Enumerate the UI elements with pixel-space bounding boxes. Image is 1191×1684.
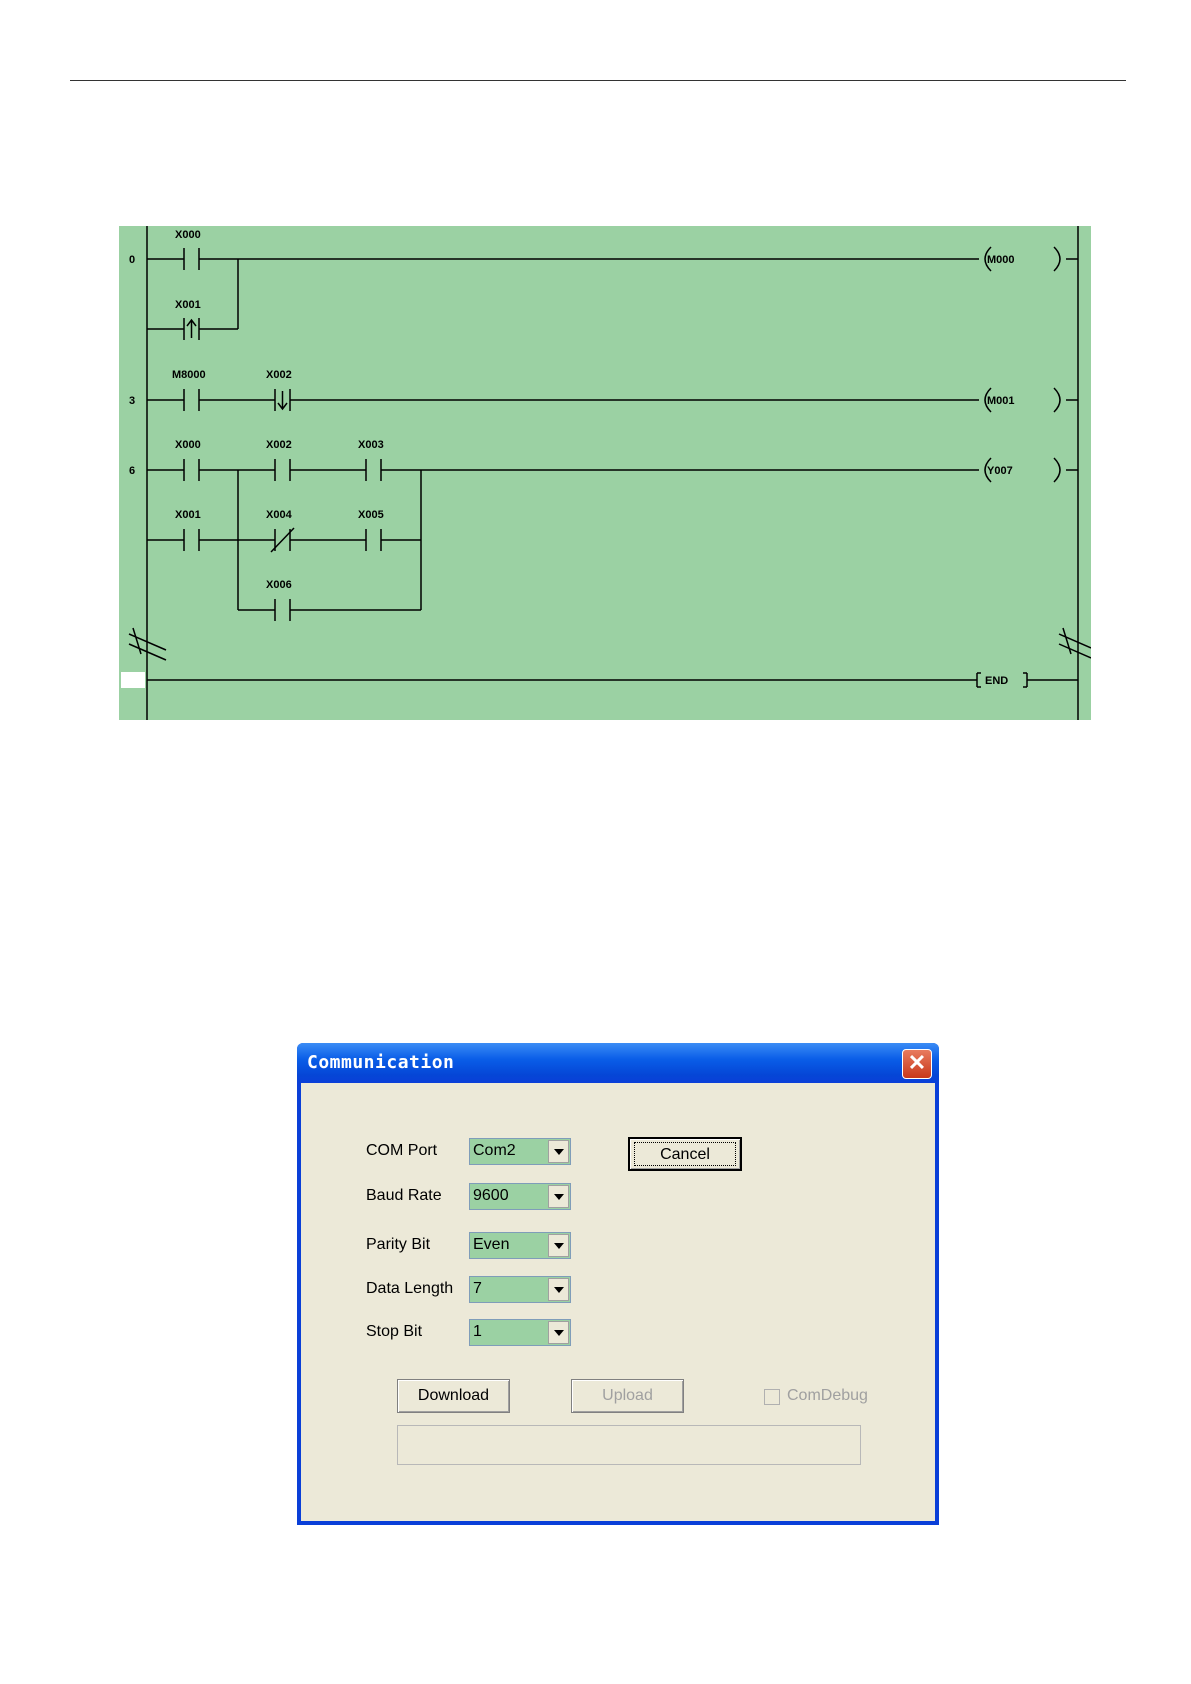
- dialog-title: Communication: [307, 1052, 454, 1073]
- comdebug-label: ComDebug: [787, 1387, 868, 1405]
- baud-rate-select[interactable]: 9600: [469, 1183, 571, 1210]
- cancel-button[interactable]: Cancel: [628, 1137, 742, 1171]
- ladder-diagram: 0 3 6 X000 X001 M000 M8000 X002 M001 X00…: [119, 226, 1091, 720]
- contact-label: X000: [175, 229, 201, 241]
- coil-label: Y007: [987, 465, 1013, 477]
- stop-bit-value: 1: [473, 1323, 482, 1341]
- parity-bit-label: Parity Bit: [366, 1236, 430, 1254]
- step-number: 0: [129, 254, 135, 266]
- dialog-titlebar[interactable]: Communication ✕: [297, 1043, 939, 1083]
- cancel-button-label: Cancel: [634, 1142, 736, 1166]
- upload-button[interactable]: Upload: [571, 1379, 684, 1413]
- coil-label: M001: [987, 395, 1015, 407]
- step-number: 6: [129, 465, 135, 477]
- end-instruction-label: END: [985, 675, 1008, 687]
- baud-rate-label: Baud Rate: [366, 1187, 442, 1205]
- comdebug-checkbox[interactable]: [764, 1389, 780, 1405]
- baud-rate-value: 9600: [473, 1187, 509, 1205]
- ladder-diagram-svg: 0 3 6 X000 X001 M000 M8000 X002 M001 X00…: [119, 226, 1091, 720]
- contact-label: X001: [175, 299, 201, 311]
- dialog-body: COM Port Com2 Baud Rate 9600 Parity Bit …: [301, 1083, 935, 1521]
- chevron-down-icon[interactable]: [548, 1321, 569, 1344]
- contact-label: X003: [358, 439, 384, 451]
- step-number: 3: [129, 395, 135, 407]
- close-icon: ✕: [908, 1050, 926, 1075]
- contact-label: X004: [266, 509, 293, 521]
- contact-label: M8000: [172, 369, 206, 381]
- contact-label: X002: [266, 439, 292, 451]
- status-box: [397, 1425, 861, 1465]
- contact-label: X005: [358, 509, 384, 521]
- communication-dialog: Communication ✕ COM Port Com2 Baud Rate …: [297, 1043, 939, 1525]
- parity-bit-select[interactable]: Even: [469, 1232, 571, 1259]
- com-port-select[interactable]: Com2: [469, 1138, 571, 1165]
- data-length-value: 7: [473, 1280, 482, 1298]
- chevron-down-icon[interactable]: [548, 1140, 569, 1163]
- coil-label: M000: [987, 254, 1015, 266]
- contact-label: X006: [266, 579, 292, 591]
- contact-label: X000: [175, 439, 201, 451]
- com-port-label: COM Port: [366, 1142, 437, 1160]
- chevron-down-icon[interactable]: [548, 1185, 569, 1208]
- stop-bit-label: Stop Bit: [366, 1323, 422, 1341]
- contact-label: X002: [266, 369, 292, 381]
- com-port-value: Com2: [473, 1142, 516, 1160]
- cursor-cell: [121, 672, 145, 688]
- chevron-down-icon[interactable]: [548, 1278, 569, 1301]
- parity-bit-value: Even: [473, 1236, 509, 1254]
- stop-bit-select[interactable]: 1: [469, 1319, 571, 1346]
- download-button[interactable]: Download: [397, 1379, 510, 1413]
- data-length-label: Data Length: [366, 1280, 453, 1298]
- data-length-select[interactable]: 7: [469, 1276, 571, 1303]
- close-button[interactable]: ✕: [902, 1049, 932, 1079]
- contact-label: X001: [175, 509, 201, 521]
- page-top-rule: [70, 80, 1126, 81]
- chevron-down-icon[interactable]: [548, 1234, 569, 1257]
